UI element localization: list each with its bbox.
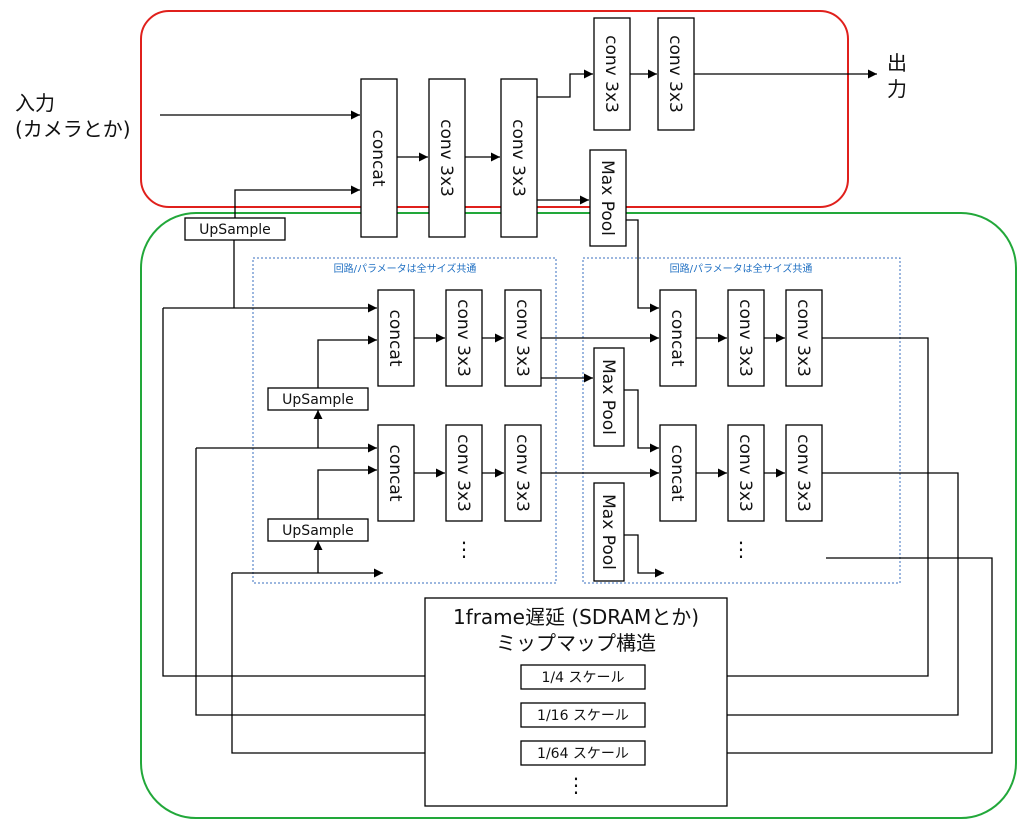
bottom-stage-frame <box>140 212 1017 819</box>
right-conv-2b-label: conv 3x3 <box>793 434 813 512</box>
top-conv1-box <box>428 78 466 238</box>
top-conv4-label: conv 3x3 <box>665 35 685 113</box>
left-conv-1b <box>504 289 542 387</box>
scale-1-4-label: 1/4 スケール <box>542 670 625 686</box>
top-conv3-label: conv 3x3 <box>601 35 621 113</box>
memory-title: 1frame遅延 (SDRAMとか) <box>453 605 699 629</box>
left-conv-2b-label: conv 3x3 <box>512 434 532 512</box>
memory-block <box>424 597 728 807</box>
top-stage-frame <box>140 10 849 208</box>
memory-ellipsis: ⋮ <box>566 773 586 797</box>
top-concat-label: concat <box>368 130 388 187</box>
right-concat-2 <box>659 424 697 522</box>
left-group-ellipsis: ⋮ <box>454 537 474 561</box>
top-conv2-label: conv 3x3 <box>508 119 528 197</box>
right-group-ellipsis: ⋮ <box>731 537 751 561</box>
left-concat-2-label: concat <box>385 445 405 502</box>
right-maxpool-1-label: Max Pool <box>598 359 618 435</box>
left-conv-1a <box>445 289 483 387</box>
top-upsample-label: UpSample <box>199 222 271 238</box>
right-concat-1-label: concat <box>667 310 687 367</box>
left-upsample-1-label: UpSample <box>282 392 354 408</box>
scale-1-16-box <box>520 702 646 728</box>
right-conv-1a <box>727 289 765 387</box>
left-conv-1b-label: conv 3x3 <box>512 299 532 377</box>
right-conv-2b <box>785 424 823 522</box>
memory-subtitle: ミップマップ構造 <box>496 631 656 655</box>
scale-1-16-label: 1/16 スケール <box>537 708 629 724</box>
right-conv-2a <box>727 424 765 522</box>
top-conv2-box <box>500 78 538 238</box>
input-label: 入力 <box>15 91 55 115</box>
left-conv-2a-label: conv 3x3 <box>453 434 473 512</box>
left-conv-2b <box>504 424 542 522</box>
output-label-sub: 力 <box>887 77 907 101</box>
right-shared-group <box>582 257 901 584</box>
right-concat-2-label: concat <box>667 445 687 502</box>
top-maxpool-label: Max Pool <box>597 160 617 236</box>
left-conv-1a-label: conv 3x3 <box>453 299 473 377</box>
left-concat-2 <box>377 424 415 522</box>
top-conv1-label: conv 3x3 <box>436 119 456 197</box>
top-maxpool-box <box>589 149 627 247</box>
right-maxpool-1 <box>593 347 625 447</box>
shared-note-left: 回路/パラメータは全サイズ共通 <box>334 262 477 275</box>
right-conv-2a-label: conv 3x3 <box>735 434 755 512</box>
left-upsample-2-label: UpSample <box>282 523 354 539</box>
input-label-sub: (カメラとか) <box>15 117 131 141</box>
left-concat-1-label: concat <box>385 310 405 367</box>
scale-1-64-box <box>520 740 646 766</box>
scale-1-4-box <box>520 664 646 690</box>
right-maxpool-2 <box>593 482 625 582</box>
left-shared-group <box>252 257 557 584</box>
right-conv-1b <box>785 289 823 387</box>
right-conv-1b-label: conv 3x3 <box>793 299 813 377</box>
output-label: 出 <box>887 51 907 75</box>
scale-1-64-label: 1/64 スケール <box>537 746 629 762</box>
right-maxpool-2-label: Max Pool <box>598 494 618 570</box>
shared-note-right: 回路/パラメータは全サイズ共通 <box>670 262 813 275</box>
left-concat-1 <box>377 289 415 387</box>
right-conv-1a-label: conv 3x3 <box>735 299 755 377</box>
top-concat-box <box>360 78 398 238</box>
